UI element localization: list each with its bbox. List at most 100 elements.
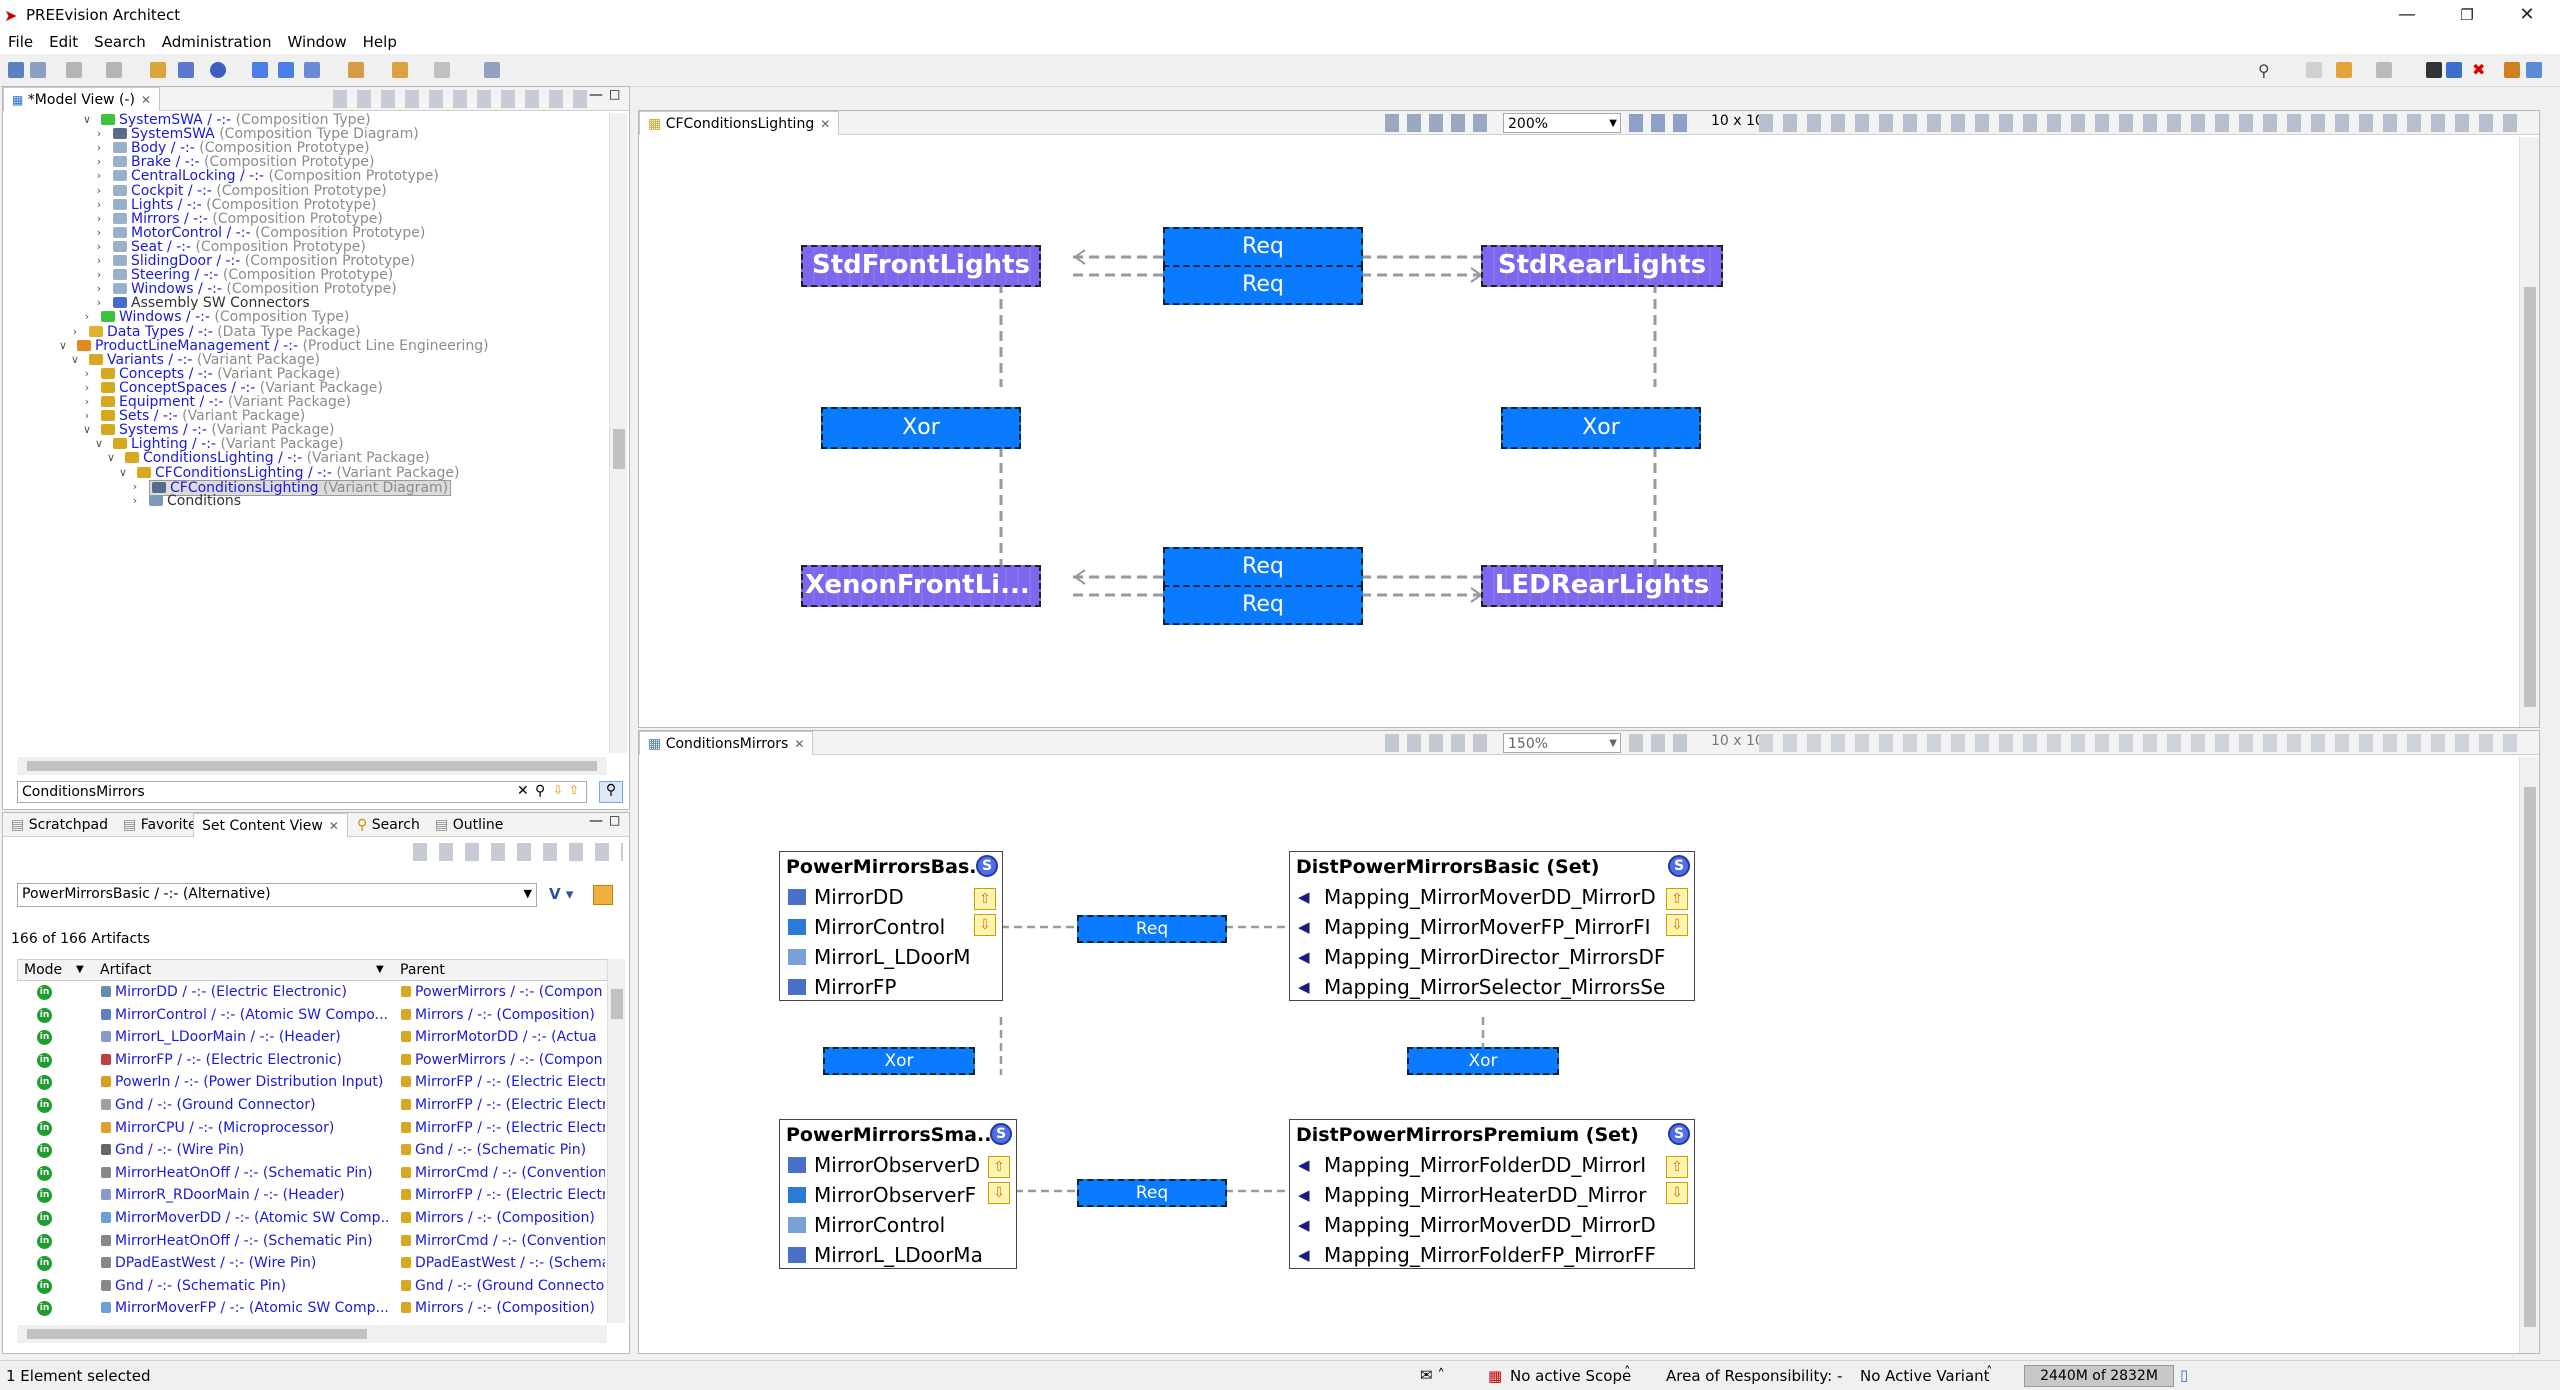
node-req[interactable]: Req (1077, 1179, 1227, 1207)
menu-help[interactable]: Help (362, 33, 397, 51)
sync-icon[interactable] (278, 62, 294, 78)
model-search-input[interactable]: ConditionsMirrors (17, 781, 587, 803)
tree-item[interactable]: ›Data Types / -:- (Data Type Package) (3, 325, 603, 339)
tree-item[interactable]: ›Assembly SW Connectors (3, 296, 603, 310)
diagram-layout-tools[interactable] (1759, 734, 2519, 752)
tab-favorites[interactable]: ▤ Favorites (123, 817, 204, 833)
scroll-up-icon[interactable]: ⇧ (1666, 1156, 1688, 1178)
diagram-grid-tools[interactable] (1629, 114, 1689, 132)
scroll-down-icon[interactable]: ⇩ (1666, 914, 1688, 936)
set-item[interactable]: MirrorFP (780, 972, 1002, 1000)
expand-closed-icon[interactable]: › (96, 211, 102, 225)
plugin-icon[interactable] (2504, 62, 2520, 78)
set-item[interactable]: ◀Mapping_MirrorMoverDD_MirrorD (1290, 1210, 1694, 1240)
zoom-combo[interactable]: 150%▼ (1503, 733, 1621, 753)
set-item[interactable]: ◀Mapping_MirrorSelector_MirrorsSe (1290, 972, 1694, 1000)
diagram-layout-tools[interactable] (1759, 114, 2519, 132)
menu-search[interactable]: Search (94, 33, 146, 51)
expand-closed-icon[interactable]: › (96, 268, 102, 282)
expand-open-icon[interactable]: ∨ (70, 352, 80, 366)
table-vertical-scrollbar[interactable] (607, 959, 625, 1323)
tree-item[interactable]: ›CFConditionsLighting (Variant Diagram) (3, 479, 603, 496)
link-icon[interactable] (252, 62, 268, 78)
diagram-grid-tools[interactable] (1629, 734, 1689, 752)
expand-closed-icon[interactable]: › (96, 197, 102, 211)
diagram-zoom-tools[interactable] (1385, 114, 1495, 132)
print-icon[interactable] (30, 62, 46, 78)
close-icon[interactable]: ✕ (820, 117, 831, 131)
expand-open-icon[interactable]: ∨ (118, 465, 128, 479)
menu-administration[interactable]: Administration (161, 33, 272, 51)
node-req[interactable]: Req (1163, 547, 1363, 587)
minimize-view-button[interactable]: — (589, 813, 603, 829)
menu-edit[interactable]: Edit (49, 33, 79, 51)
scroll-down-icon[interactable]: ⇩ (1666, 1182, 1688, 1204)
tree-item[interactable]: ∨Systems / -:- (Variant Package) (3, 423, 603, 437)
architect-icon[interactable] (2426, 62, 2442, 78)
node-xor-right[interactable]: Xor (1501, 407, 1701, 449)
expand-closed-icon[interactable]: › (96, 254, 102, 267)
col-mode[interactable]: Mode (24, 962, 63, 978)
view-toolbar-icons[interactable] (333, 90, 593, 108)
set-item[interactable]: MirrorL_LDoorM (780, 942, 1002, 972)
tree-item[interactable]: ∨SystemSWA / -:- (Composition Type) (3, 113, 603, 127)
tree-item[interactable]: ∨Variants / -:- (Variant Package) (3, 353, 603, 367)
perspective-icon[interactable] (2306, 62, 2322, 78)
col-artifact-filter-icon[interactable]: ▼ (376, 964, 384, 975)
run-icon[interactable] (210, 62, 226, 78)
nav-back-icon[interactable] (2336, 62, 2352, 78)
set-item[interactable]: MirrorL_LDoorMa (780, 1240, 1016, 1268)
team-icon[interactable] (2526, 62, 2542, 78)
close-icon[interactable]: ✕ (328, 819, 339, 833)
node-xor-left[interactable]: Xor (823, 1047, 975, 1075)
node-req[interactable]: Req (1163, 265, 1363, 305)
tree-item[interactable]: ›SystemSWA (Composition Type Diagram) (3, 127, 603, 141)
tree-item[interactable]: ›ConceptSpaces / -:- (Variant Package) (3, 381, 603, 395)
ee-icon[interactable] (2446, 62, 2462, 78)
diagram2-vertical-scrollbar[interactable] (2519, 757, 2539, 1353)
export-icon[interactable] (304, 62, 320, 78)
expand-closed-icon[interactable]: › (84, 395, 90, 408)
node-std-front-lights[interactable]: StdFrontLights (801, 245, 1041, 287)
expand-closed-icon[interactable]: › (84, 366, 90, 380)
tree-item[interactable]: ∨ProductLineManagement / -:- (Product Li… (3, 339, 603, 353)
col-artifact[interactable]: Artifact (100, 962, 152, 978)
next-down-icon[interactable]: ⇩ (553, 783, 564, 797)
active-scope[interactable]: No active Scope (1510, 1367, 1632, 1385)
tree-item[interactable]: ›Windows / -:- (Composition Prototype) (3, 282, 603, 296)
diagram-zoom-tools[interactable] (1385, 734, 1495, 752)
save-icon[interactable] (8, 62, 24, 78)
expand-open-icon[interactable]: ∨ (106, 451, 116, 465)
tree-item[interactable]: ›SlidingDoor / -:- (Composition Prototyp… (3, 254, 603, 268)
tab-set-content-view[interactable]: Set Content View✕ (193, 813, 348, 837)
set-item[interactable]: MirrorDD (780, 882, 1002, 912)
scroll-up-icon[interactable]: ⇧ (988, 1156, 1010, 1178)
tree-item[interactable]: ›Lights / -:- (Composition Prototype) (3, 198, 603, 212)
expand-closed-icon[interactable]: › (96, 169, 102, 183)
variant-filter-icon[interactable]: V ▾ (549, 885, 574, 903)
nav-forward-icon[interactable] (2376, 62, 2392, 78)
set-item[interactable]: MirrorControl (780, 912, 1002, 942)
tree-item[interactable]: ∨CFConditionsLighting / -:- (Variant Pac… (3, 466, 603, 480)
expand-closed-icon[interactable]: › (132, 493, 138, 507)
tree-item[interactable]: ›Brake / -:- (Composition Prototype) (3, 155, 603, 169)
expand-closed-icon[interactable]: › (84, 409, 90, 423)
clear-search-icon[interactable]: ✕ (517, 783, 529, 799)
tree-item[interactable]: ›Steering / -:- (Composition Prototype) (3, 268, 603, 282)
node-std-rear-lights[interactable]: StdRearLights (1481, 245, 1723, 287)
alternative-combo[interactable]: PowerMirrorsBasic / -:- (Alternative) ▼ (17, 883, 537, 907)
zoom-combo[interactable]: 200%▼ (1503, 113, 1621, 133)
expand-closed-icon[interactable]: › (96, 183, 102, 197)
expand-open-icon[interactable]: ∨ (82, 113, 92, 126)
expand-closed-icon[interactable]: › (96, 296, 102, 310)
redo-icon[interactable] (106, 62, 122, 78)
